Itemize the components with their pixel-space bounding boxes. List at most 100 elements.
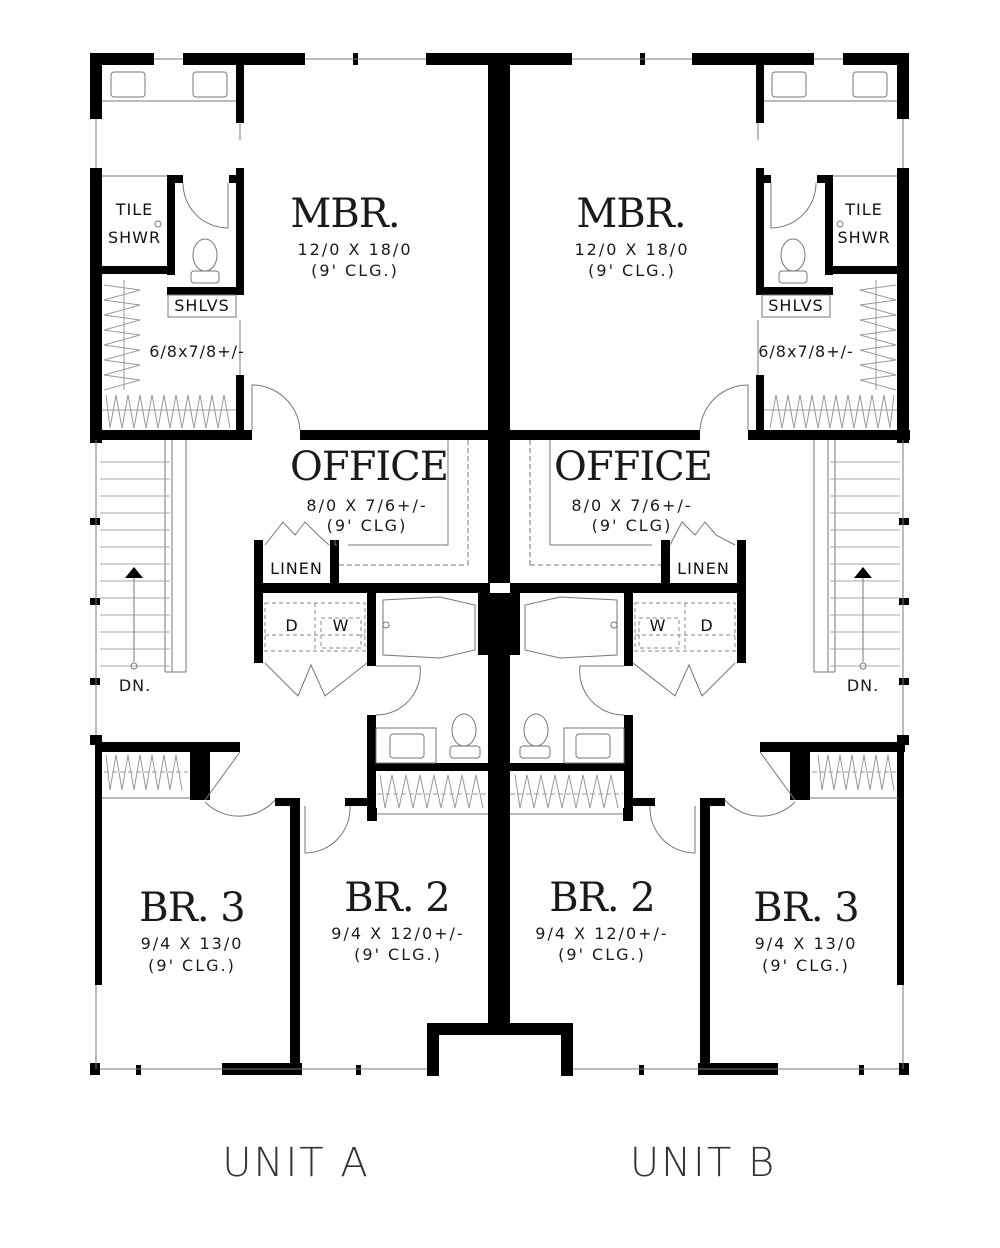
wall-exterior-bottom [859, 1065, 864, 1075]
unit-b-label: UNIT B [629, 1140, 777, 1186]
tile-shower-label-a: TILE SHWR [102, 200, 167, 247]
wall-interior [817, 175, 833, 183]
wall-party [488, 53, 510, 583]
room-ceiling-mbr-a: (9' CLG.) [311, 261, 399, 280]
wall-interior [510, 430, 700, 440]
closet-dims-b: 6/8x7/8+/- [758, 342, 854, 361]
wall-interior [167, 287, 244, 295]
wall-exterior-left [90, 735, 102, 745]
wall-party-chase [478, 593, 520, 655]
wall-interior [367, 763, 490, 771]
wall-exterior-top [90, 53, 154, 65]
wall-exterior-left [95, 745, 102, 985]
wall-exterior-top [692, 53, 814, 65]
wall-exterior-left [90, 168, 102, 443]
wall-interior [510, 583, 746, 593]
wall-interior [623, 808, 633, 821]
room-dims-br3-a: 9/4 X 13/0 [140, 934, 244, 953]
room-name-br2-b: BR. 2 [549, 875, 655, 921]
tile-shower-label-b: TILE SHWR [831, 200, 897, 247]
wall-interior [661, 540, 670, 585]
wall-interior [95, 742, 240, 752]
wall-interior [510, 763, 633, 771]
wall-bumpout [427, 1023, 439, 1076]
wall-interior [300, 430, 490, 440]
washer-label-b: W [649, 616, 667, 635]
wall-post [899, 518, 909, 525]
stair-down-label-a: DN. [118, 676, 152, 695]
wall-interior [825, 175, 833, 275]
room-ceiling-br2-a: (9' CLG.) [354, 945, 442, 964]
room-ceiling-br3-a: (9' CLG.) [148, 956, 236, 975]
wall-exterior-bottom [90, 1063, 100, 1075]
wall-exterior-right [897, 735, 909, 745]
room-name-br3-a: BR. 3 [139, 885, 245, 931]
shwr-label: SHWR [107, 228, 162, 247]
shelves-label-b: SHLVS [768, 296, 824, 315]
room-ceiling-office-b: (9' CLG) [591, 516, 673, 535]
room-name-office-b: OFFICE [554, 444, 713, 490]
wall-interior [167, 175, 175, 275]
room-ceiling-br2-b: (9' CLG.) [558, 945, 646, 964]
wall-post [90, 678, 100, 685]
wall-interior [756, 65, 764, 123]
tile-label: TILE [115, 200, 154, 219]
wall-interior [254, 583, 490, 593]
wall-interior [236, 65, 244, 123]
wall-exterior-right [897, 168, 909, 443]
wall-post [899, 598, 909, 605]
dryer-label-a: D [285, 616, 299, 635]
wall-interior [756, 375, 764, 440]
room-name-br3-b: BR. 3 [753, 885, 859, 931]
room-dims-mbr-b: 12/0 X 18/0 [574, 240, 690, 259]
room-name-office-a: OFFICE [290, 444, 449, 490]
wall-exterior-left [90, 53, 102, 119]
wall-post [90, 598, 100, 605]
closet-dims-a: 6/8x7/8+/- [149, 342, 245, 361]
wall-interior [700, 798, 725, 806]
wall-interior [625, 798, 655, 806]
wall-exterior-right [897, 745, 904, 985]
arrow-up-icon [854, 567, 872, 578]
wall-interior [229, 175, 244, 183]
wall-post [899, 678, 909, 685]
wall-exterior-bottom [899, 1063, 909, 1075]
room-dims-br3-b: 9/4 X 13/0 [754, 934, 858, 953]
room-dims-mbr-a: 12/0 X 18/0 [297, 240, 413, 259]
wall-exterior-right [897, 53, 909, 119]
unit-a-label: UNIT A [222, 1140, 370, 1186]
wall-interior [700, 798, 710, 1068]
wall-exterior-top [843, 53, 908, 65]
shelves-label-a: SHLVS [174, 296, 230, 315]
wall-interior [236, 375, 244, 440]
wall-interior [825, 266, 898, 274]
wall-interior [102, 266, 175, 274]
wall-exterior-bottom [136, 1065, 141, 1075]
room-name-mbr-b: MBR. [576, 191, 686, 237]
wall-interior [254, 540, 263, 593]
room-ceiling-office-a: (9' CLG) [326, 516, 408, 535]
wall-interior [737, 593, 746, 663]
wall-interior [367, 808, 377, 821]
wall-bumpout [427, 1023, 573, 1035]
wall-interior [756, 287, 833, 295]
wall-interior [190, 750, 210, 800]
wall-exterior-bottom [356, 1065, 361, 1075]
dryer-label-b: D [700, 616, 714, 635]
wall-interior [330, 540, 339, 585]
linen-label-b: LINEN [677, 559, 730, 578]
arrow-up-icon [125, 567, 143, 578]
wall-interior [367, 593, 376, 666]
wall-interior [748, 430, 910, 440]
wall-interior [90, 430, 252, 440]
wall-interior [756, 168, 764, 290]
tile-label: TILE [845, 200, 883, 219]
wall-interior [345, 798, 375, 806]
room-dims-br2-b: 9/4 X 12/0+/- [535, 924, 669, 943]
wall-interior [290, 798, 300, 1068]
shwr-label: SHWR [837, 228, 891, 247]
wall-interior [236, 168, 244, 290]
